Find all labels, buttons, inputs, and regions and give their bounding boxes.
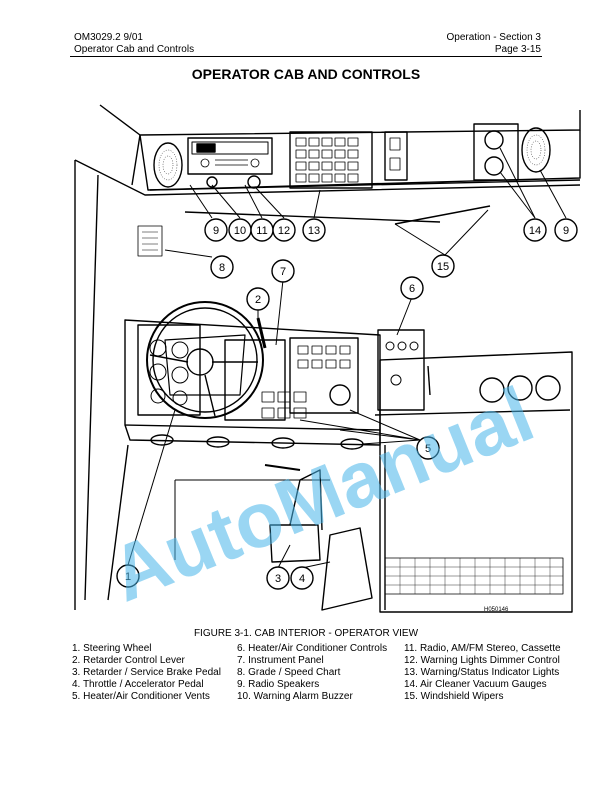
callout-8 (210, 255, 234, 279)
callout-14 (523, 218, 547, 242)
header-right: Operation - Section 3 Page 3-15 (447, 32, 542, 56)
callout-6 (400, 276, 424, 300)
callout-12 (272, 218, 296, 242)
callout-6-label: 6 (409, 283, 415, 295)
callout-2-label: 2 (255, 294, 261, 306)
callout-9a-label: 9 (213, 225, 219, 237)
instrument-cluster-icon (137, 324, 201, 416)
steering-wheel-icon (146, 301, 264, 419)
wiper-right-icon (394, 205, 491, 225)
callout-9b (554, 218, 578, 242)
right-console-vents (479, 375, 561, 403)
legend-item: 10. Warning Alarm Buzzer (237, 691, 353, 702)
legend-item: 13. Warning/Status Indicator Lights (404, 667, 560, 678)
legend-item: 9. Radio Speakers (237, 679, 320, 690)
callout-4-label: 4 (299, 573, 305, 585)
section-name: Operator Cab and Controls (74, 44, 195, 55)
legend-column-1: 1. Steering Wheel 2. Retarder Control Le… (72, 643, 221, 703)
callout-15-label: 15 (437, 261, 449, 273)
legend-item: 15. Windshield Wipers (404, 691, 504, 702)
callout-13 (302, 218, 326, 242)
doc-id: OM3029.2 9/01 (74, 32, 143, 43)
right-speaker-grille-icon (526, 134, 546, 166)
grade-chart-icon (137, 225, 163, 257)
indicator-lights-grid (295, 137, 359, 183)
legend-item: 6. Heater/Air Conditioner Controls (237, 643, 388, 654)
callout-9b-label: 9 (563, 225, 569, 237)
watermark: AutoManual (98, 370, 545, 619)
hvac-controls-icon (377, 329, 425, 411)
callout-5 (416, 436, 440, 460)
callout-3 (266, 566, 290, 590)
callout-8-label: 8 (219, 262, 225, 274)
throttle-pedal-icon (321, 527, 373, 611)
vacuum-gauge-upper-icon (484, 130, 504, 150)
wiper-left-icon (184, 211, 441, 223)
legend-item: 14. Air Cleaner Vacuum Gauges (404, 679, 547, 690)
callout-3-label: 3 (275, 573, 281, 585)
legend-item: 4. Throttle / Accelerator Pedal (72, 679, 204, 690)
callout-1-label: 1 (125, 571, 131, 583)
callout-5-label: 5 (425, 443, 431, 455)
callout-circles (116, 218, 578, 590)
vacuum-gauge-lower-icon (484, 156, 504, 176)
legend-item: 8. Grade / Speed Chart (237, 667, 341, 678)
buzzer-icon (206, 176, 218, 188)
header-rule (70, 56, 542, 57)
legend-item: 1. Steering Wheel (72, 643, 152, 654)
brake-pedal-icon (269, 524, 321, 563)
radio-icon (187, 137, 273, 175)
callout-15 (431, 254, 455, 278)
cab-interior-figure: H050146 9 10 11 12 (74, 104, 581, 619)
dimmer-knob-icon (247, 175, 261, 189)
callout-7 (271, 259, 295, 283)
figure-caption: FIGURE 3-1. CAB INTERIOR - OPERATOR VIEW (193, 628, 419, 639)
callout-9a (204, 218, 228, 242)
callout-11-label: 11 (256, 225, 267, 237)
legend-item: 3. Retarder / Service Brake Pedal (72, 667, 221, 678)
callout-12-label: 12 (278, 225, 290, 237)
indicator-panel-icon (289, 131, 373, 189)
drawing-code: H050146 (484, 607, 509, 613)
callout-4 (290, 566, 314, 590)
legend-item: 5. Heater/Air Conditioner Vents (72, 691, 210, 702)
section-label: Operation - Section 3 (446, 32, 542, 43)
callout-1 (116, 564, 140, 588)
right-speaker-icon (521, 127, 551, 173)
legend-column-2: 6. Heater/Air Conditioner Controls 7. In… (237, 643, 387, 703)
page-title: OPERATOR CAB AND CONTROLS (191, 66, 421, 82)
vacuum-gauge-panel-icon (473, 123, 519, 181)
page-number: Page 3-15 (494, 44, 541, 55)
header-left: OM3029.2 9/01 Operator Cab and Controls (74, 32, 194, 56)
legend-item: 2. Retarder Control Lever (72, 655, 185, 666)
legend-item: 7. Instrument Panel (237, 655, 324, 666)
retarder-lever-icon (256, 317, 267, 349)
callout-13-label: 13 (308, 225, 320, 237)
left-speaker-icon (153, 142, 183, 188)
callout-7-label: 7 (280, 266, 286, 278)
callout-2 (246, 287, 270, 311)
legend-column-3: 11. Radio, AM/FM Stereo, Cassette 12. Wa… (404, 643, 561, 703)
callout-10-label: 10 (234, 225, 246, 237)
legend-item: 12. Warning Lights Dimmer Control (404, 655, 560, 666)
left-speaker-grille-icon (158, 149, 178, 181)
callout-14-label: 14 (529, 225, 541, 237)
legend-item: 11. Radio, AM/FM Stereo, Cassette (404, 643, 561, 654)
